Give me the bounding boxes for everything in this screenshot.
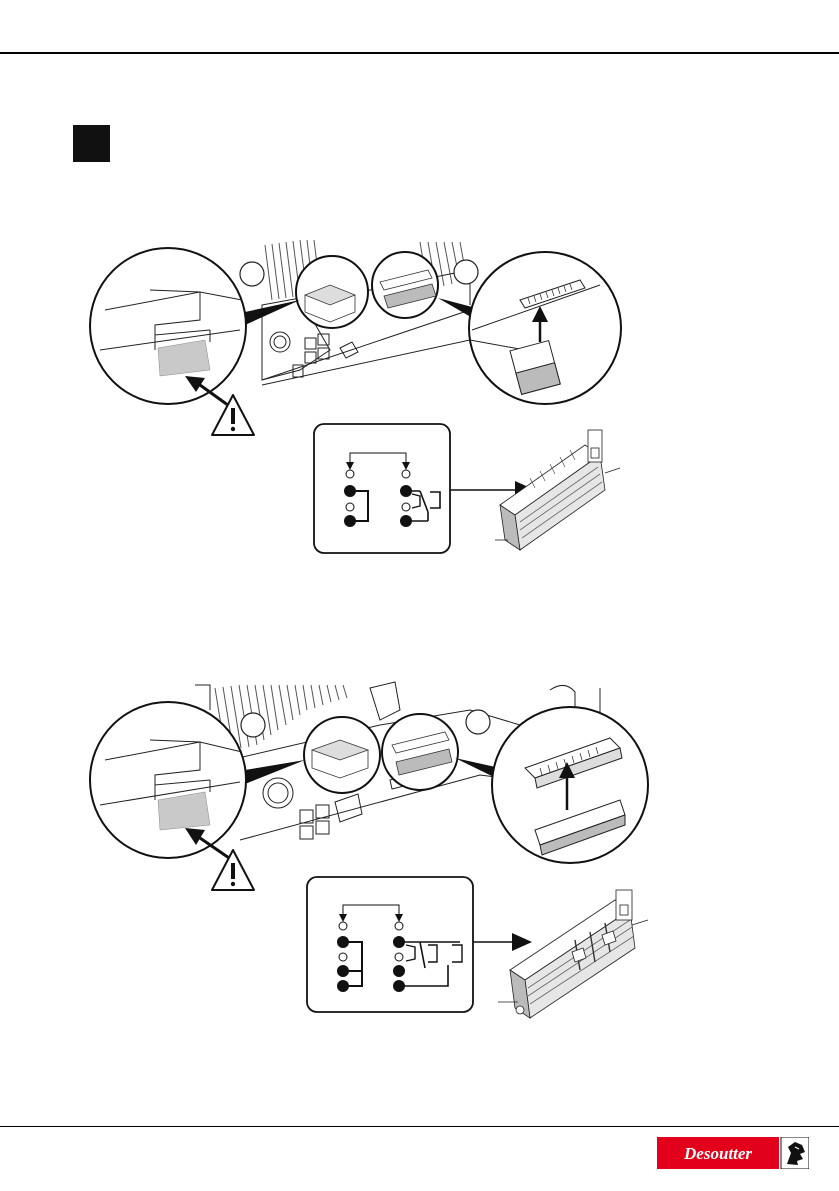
callout-1 [241, 713, 265, 737]
magnified-socket-view [90, 248, 246, 404]
warning-icon [212, 850, 254, 890]
warning-icon [212, 395, 254, 435]
header-rule [0, 52, 839, 54]
controller-body [262, 240, 470, 385]
wiring-schematic [314, 424, 450, 553]
footer-rule [0, 1126, 839, 1127]
magnified-terminal-view [469, 252, 621, 404]
step-marker [73, 125, 110, 162]
callout-1 [240, 262, 264, 286]
callout-2 [466, 710, 490, 734]
figure-2 [0, 680, 839, 1020]
svg-text:Desoutter: Desoutter [683, 1144, 752, 1163]
callout-2 [454, 260, 478, 284]
wiring-schematic [307, 877, 473, 1012]
desoutter-logo: Desoutter [657, 1137, 809, 1169]
figure-1 [0, 230, 839, 560]
magnified-socket-view [90, 702, 246, 858]
magnified-terminal-view [492, 707, 648, 863]
terminal-connector [498, 890, 648, 1018]
